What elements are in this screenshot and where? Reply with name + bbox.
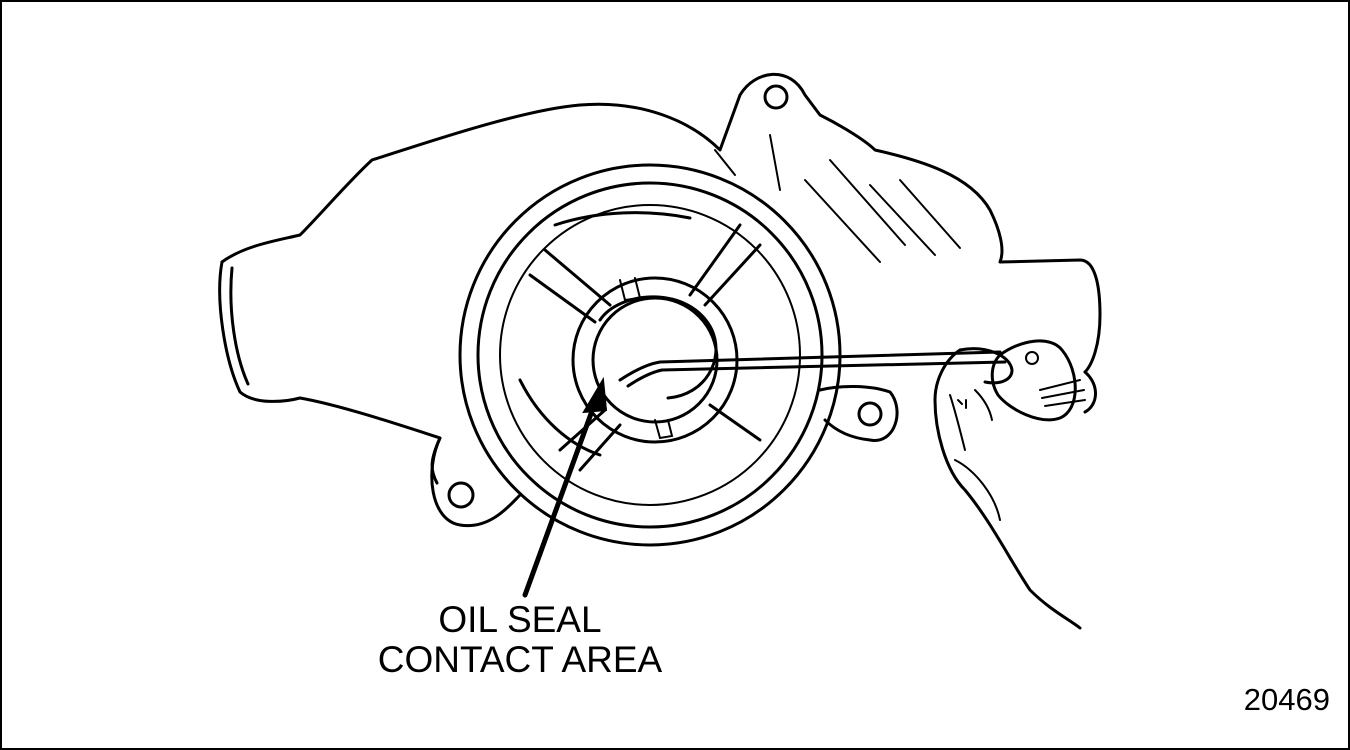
pipe-plug-thread bbox=[1039, 379, 1081, 391]
bore-notch bbox=[654, 419, 674, 440]
spoke bbox=[553, 211, 692, 227]
leader-arrowhead bbox=[582, 376, 608, 414]
bolt-hole-right bbox=[857, 401, 883, 427]
pipe-plug bbox=[990, 339, 1077, 422]
inspection-wire-return bbox=[626, 360, 1007, 388]
oil-seal-callout: OIL SEAL CONTACT AREA bbox=[330, 600, 710, 680]
pipe-plug-rim bbox=[1083, 370, 1097, 414]
hand-finger bbox=[958, 347, 1014, 385]
mount-ear-right bbox=[818, 384, 899, 442]
bolt-hole-top bbox=[763, 84, 789, 110]
spoke bbox=[543, 248, 612, 307]
bore-inner-lip bbox=[598, 295, 718, 400]
inspection-wire bbox=[618, 350, 1002, 382]
housing-rib bbox=[804, 179, 881, 263]
housing-rib bbox=[869, 184, 936, 256]
pipe-plug-thread bbox=[1044, 399, 1086, 407]
spoke bbox=[688, 223, 742, 297]
housing-rib bbox=[769, 134, 781, 191]
hand-crease bbox=[954, 459, 1001, 521]
pump-left-outlet-inner bbox=[229, 266, 250, 386]
pump-housing-outline bbox=[220, 72, 1102, 374]
pump-left-outlet bbox=[218, 260, 302, 403]
bore-notch bbox=[619, 277, 642, 302]
pipe-plug-hole bbox=[1025, 351, 1039, 365]
hand-crease bbox=[974, 389, 993, 421]
hand-outline bbox=[933, 348, 1082, 630]
housing-rib bbox=[829, 159, 906, 246]
housing-rib bbox=[714, 149, 736, 176]
mount-ear-left bbox=[430, 436, 522, 528]
hand-crease bbox=[949, 394, 966, 451]
spoke bbox=[708, 403, 762, 442]
housing-rib bbox=[899, 179, 961, 249]
figure-number: 20469 bbox=[1243, 682, 1330, 717]
flange-inner-ring bbox=[476, 181, 824, 529]
spoke bbox=[518, 378, 602, 457]
callout-line-1: OIL SEAL bbox=[438, 599, 602, 640]
spoke bbox=[703, 243, 762, 307]
spoke bbox=[578, 423, 622, 472]
pipe-plug-thread bbox=[1041, 389, 1085, 399]
hand-mark bbox=[957, 399, 967, 409]
flange-outer-ring bbox=[458, 163, 842, 547]
leader-line bbox=[522, 397, 599, 598]
spoke bbox=[528, 273, 597, 324]
flange-recess bbox=[499, 204, 801, 506]
pump-lower-body bbox=[298, 396, 442, 485]
callout-line-2: CONTACT AREA bbox=[377, 639, 663, 680]
bolt-hole-left bbox=[447, 481, 475, 509]
